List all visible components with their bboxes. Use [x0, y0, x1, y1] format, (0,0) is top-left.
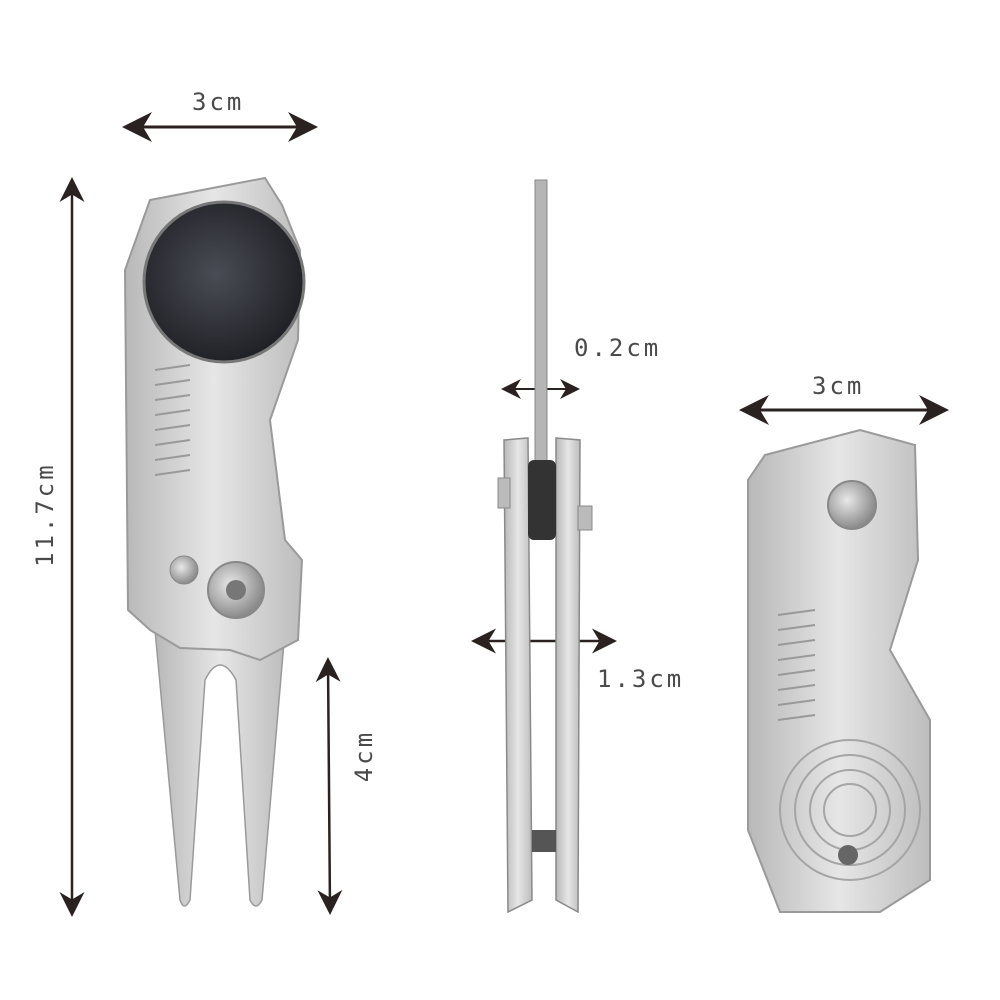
front-open-view — [123, 176, 306, 907]
body-thickness-label: 1.3cm — [597, 665, 685, 693]
side-plate-right — [555, 437, 581, 914]
screw-head — [226, 580, 246, 600]
total-length-label: 11.7cm — [31, 462, 59, 567]
side-plate-left — [503, 437, 533, 914]
side-view — [497, 179, 593, 914]
concentric-rings — [779, 739, 921, 881]
blade-thickness-label: 0.2cm — [574, 334, 662, 362]
fork-length-label: 4cm — [350, 729, 378, 783]
rivet — [532, 830, 556, 852]
folded-view — [747, 428, 931, 913]
blade — [534, 179, 548, 481]
dimension-arrows — [59, 112, 949, 917]
hinge — [528, 460, 556, 540]
front-width-label: 3cm — [192, 88, 245, 116]
ball-marker — [142, 200, 306, 364]
grip-lines — [154, 364, 191, 476]
top-screw — [827, 480, 877, 530]
bottom-screw — [838, 845, 858, 865]
fork-prongs — [154, 629, 286, 907]
folded-grip-lines — [777, 609, 816, 721]
small-screw — [169, 555, 199, 585]
folded-width-label: 3cm — [812, 372, 865, 400]
fork-length-arrow — [315, 657, 343, 915]
